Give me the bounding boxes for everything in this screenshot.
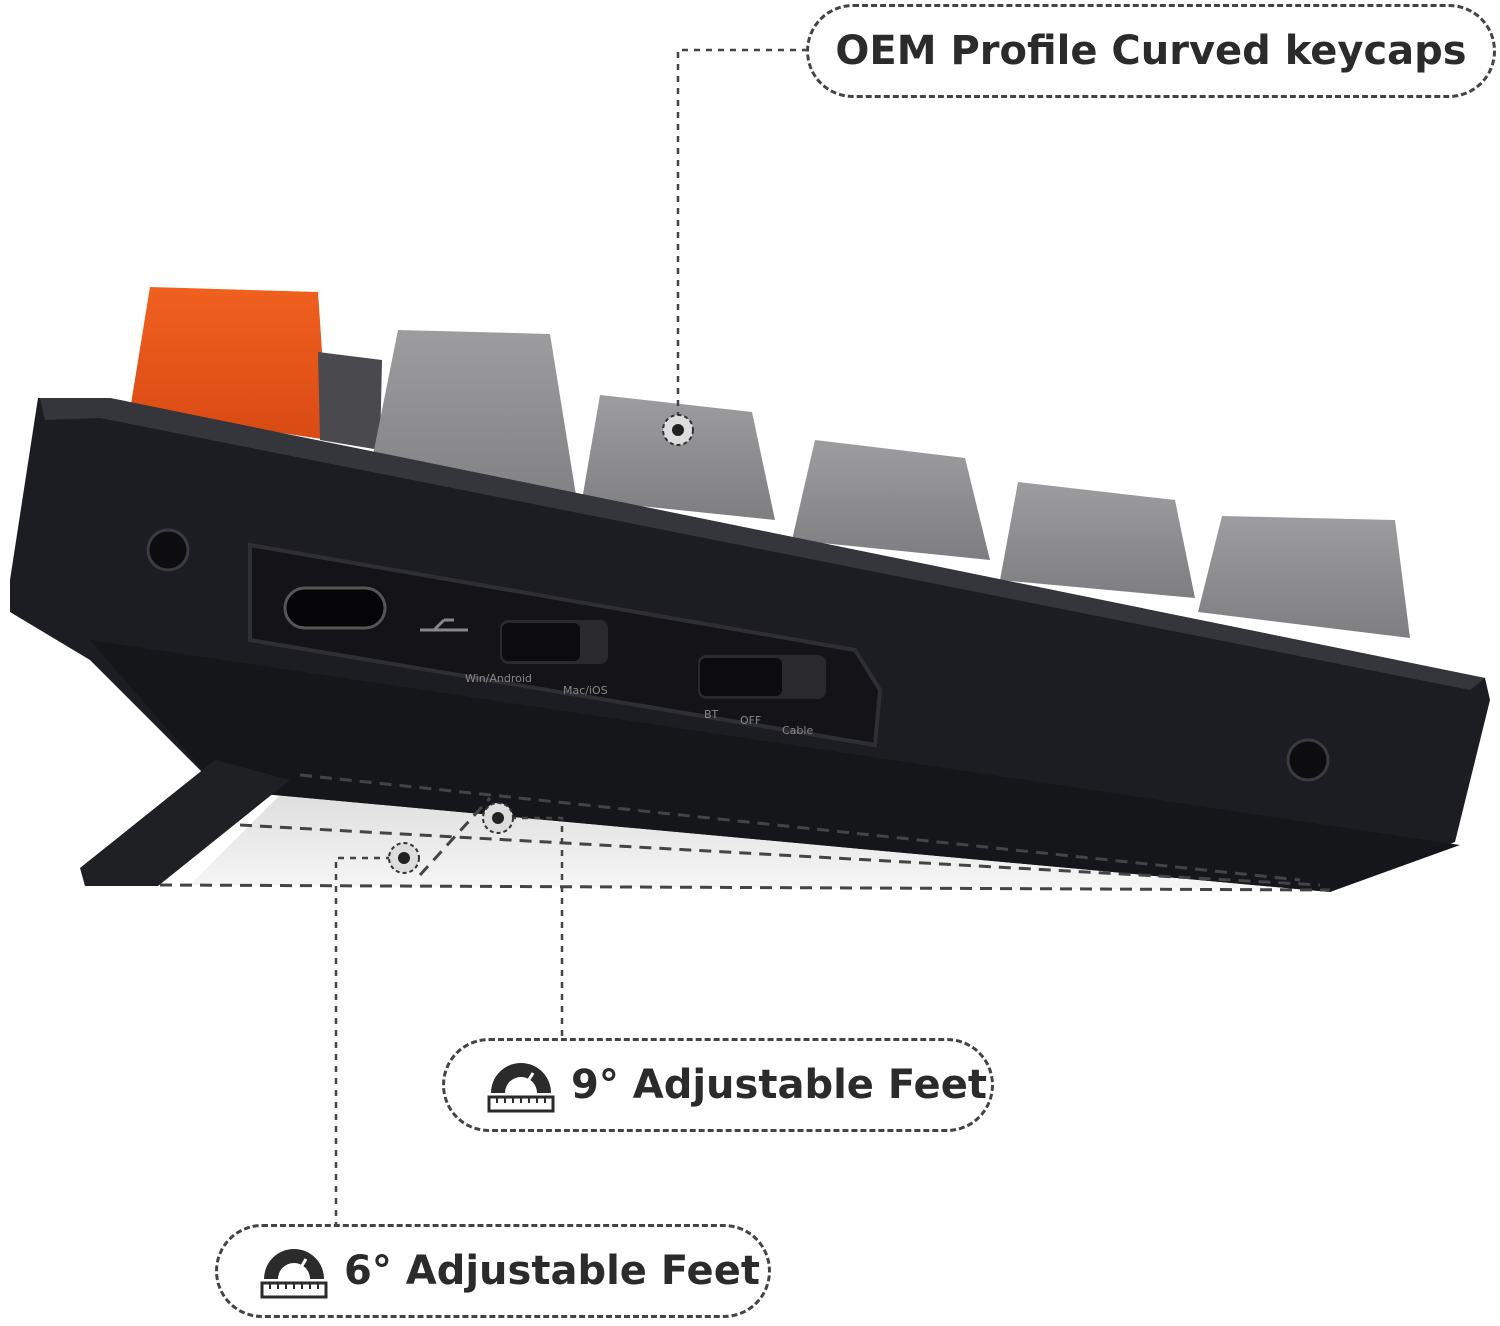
os-right-label: Mac/iOS [563, 684, 608, 697]
callout-6-text: 6° Adjustable Feet [344, 1248, 760, 1294]
tilt-guide-lines [159, 773, 1331, 892]
dark-key-gap [318, 352, 382, 450]
protractor-icon [260, 1249, 328, 1299]
grey-keycap [792, 440, 990, 560]
screw [146, 528, 190, 572]
connection-switch-knob [700, 658, 782, 696]
callout-9-text: 9° Adjustable Feet [571, 1062, 987, 1108]
grey-keycap [1000, 482, 1195, 598]
callout-6-degree-feet: 6° Adjustable Feet [215, 1224, 771, 1318]
case-top-edge [40, 398, 1485, 690]
adjustable-foot [80, 760, 290, 886]
marker-dot [662, 414, 694, 446]
os-left-label: Win/Android [465, 672, 532, 685]
conn-off-label: OFF [740, 714, 761, 727]
os-switch-knob [502, 623, 580, 661]
callout-keycaps: OEM Profile Curved keycaps [806, 4, 1496, 98]
case-lower-bevel [90, 640, 1460, 892]
conn-cable-label: Cable [782, 724, 813, 737]
usb-icon [420, 618, 468, 632]
marker-dot [482, 802, 514, 834]
leader-lines [334, 48, 806, 1224]
grey-keycap [582, 395, 775, 520]
callout-9-degree-feet: 9° Adjustable Feet [442, 1038, 994, 1132]
screw [1286, 738, 1330, 782]
grey-keycap [1198, 516, 1410, 638]
callout-keycaps-text: OEM Profile Curved keycaps [835, 28, 1467, 74]
conn-bt-label: BT [704, 708, 719, 721]
usb-c-port [283, 586, 387, 630]
orange-keycap [130, 287, 328, 440]
marker-dot [388, 842, 420, 874]
protractor-icon [487, 1063, 555, 1113]
